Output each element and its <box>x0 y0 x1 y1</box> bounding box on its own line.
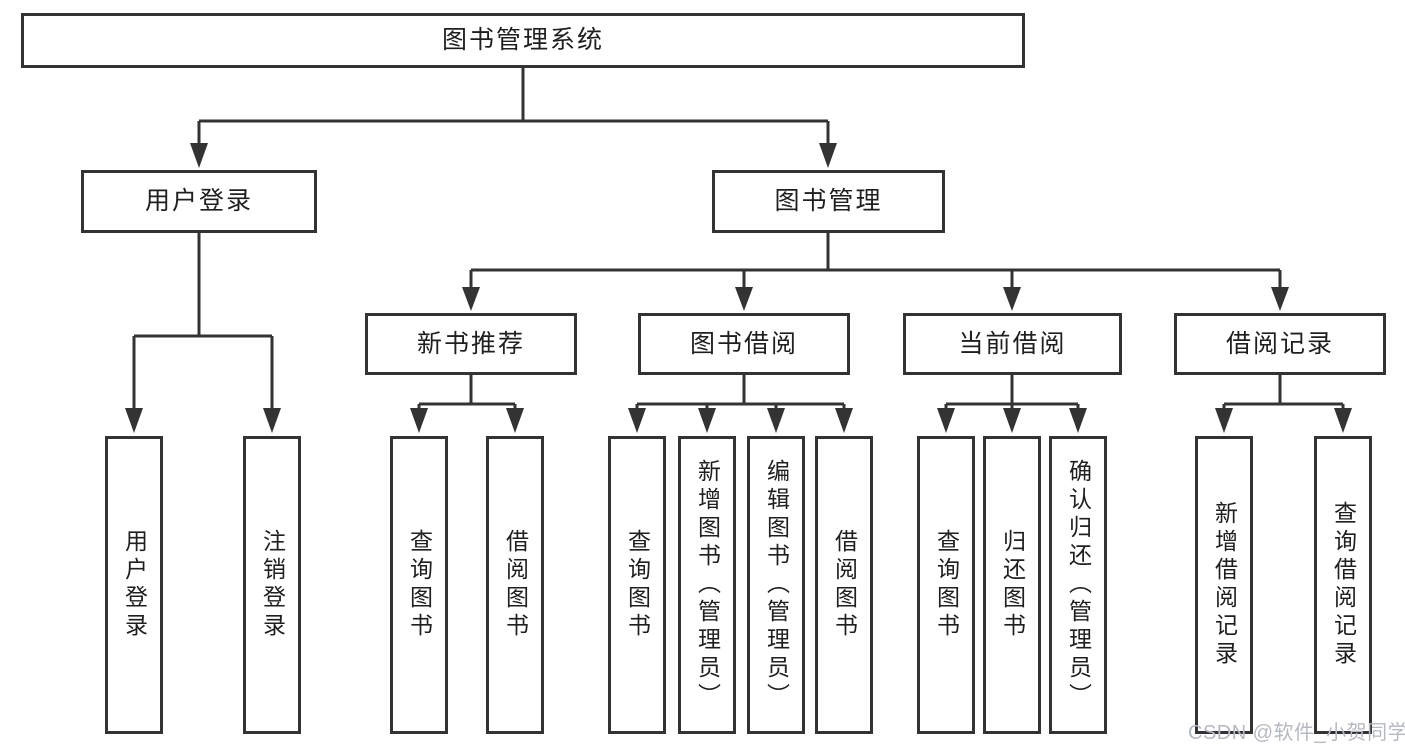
leaf-query-books-borrow: 查询图书 <box>608 436 666 734</box>
leaf-logout: 注销登录 <box>243 436 301 734</box>
leaf-borrow-books-borrow: 借阅图书 <box>815 436 873 734</box>
leaf-confirm-return-admin: 确认归还（管理员） <box>1049 436 1107 734</box>
node-user-login-branch: 用户登录 <box>81 170 317 233</box>
node-borrow-records: 借阅记录 <box>1174 313 1386 375</box>
leaf-query-borrow-record: 查询借阅记录 <box>1314 436 1372 734</box>
node-new-book-recommend: 新书推荐 <box>365 313 577 375</box>
node-library-management-system: 图书管理系统 <box>21 13 1025 68</box>
leaf-borrow-books-recommend: 借阅图书 <box>486 436 544 734</box>
node-book-borrow: 图书借阅 <box>638 313 850 375</box>
node-current-borrow: 当前借阅 <box>903 313 1122 375</box>
node-book-management: 图书管理 <box>712 170 945 233</box>
leaf-add-borrow-record: 新增借阅记录 <box>1195 436 1253 734</box>
csdn-watermark: CSDN @软件_小贺同学 <box>1188 722 1405 744</box>
leaf-add-book-admin: 新增图书（管理员） <box>678 436 736 734</box>
leaf-query-books-current: 查询图书 <box>917 436 975 734</box>
leaf-user-login: 用户登录 <box>105 436 163 734</box>
leaf-return-book: 归还图书 <box>983 436 1041 734</box>
leaf-edit-book-admin: 编辑图书（管理员） <box>747 436 805 734</box>
leaf-query-books-recommend: 查询图书 <box>390 436 448 734</box>
